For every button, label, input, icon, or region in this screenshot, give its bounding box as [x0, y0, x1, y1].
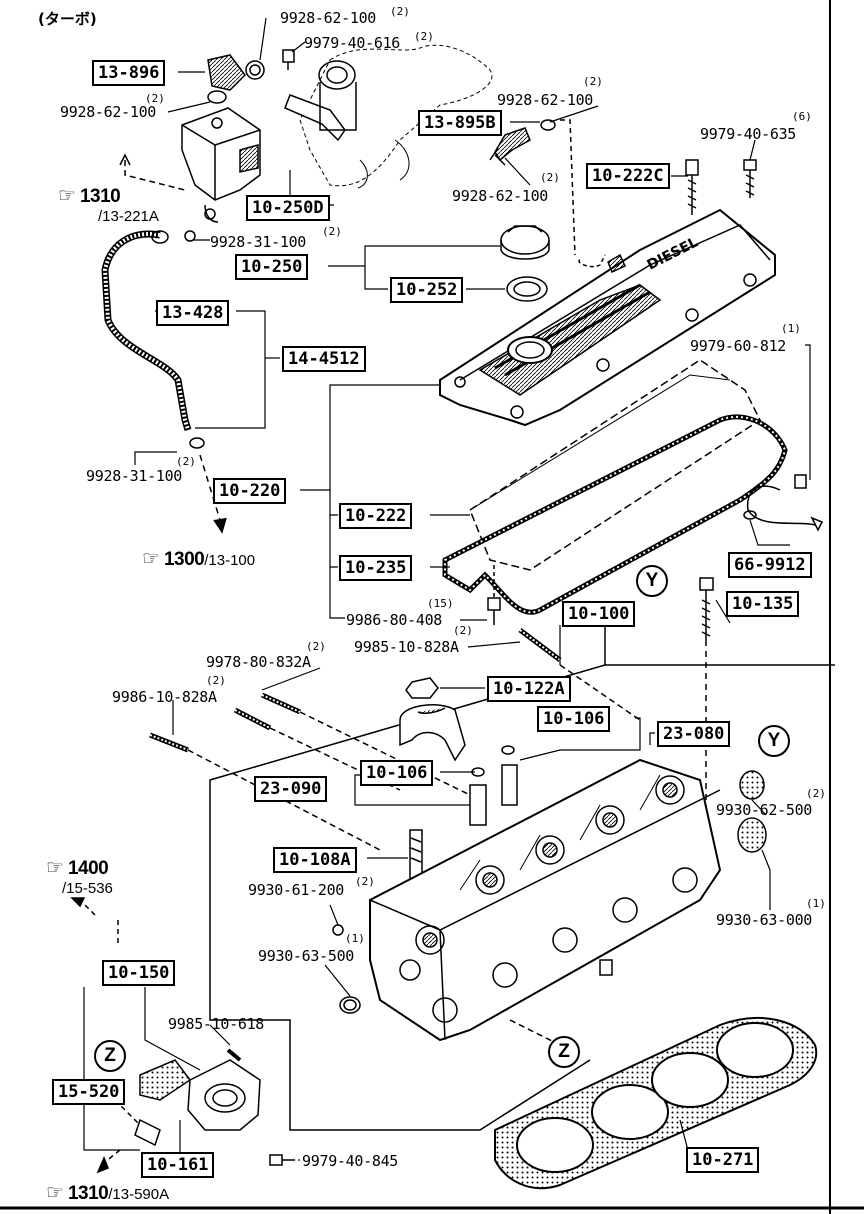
cylinder-head-exploded-diagram: DIESEL — [0, 0, 864, 1214]
